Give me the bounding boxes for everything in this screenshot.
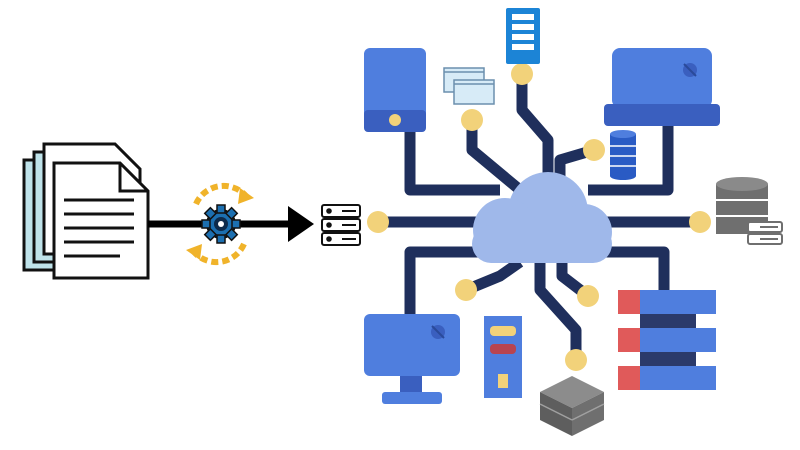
stacked-windows-icon: [443, 67, 495, 105]
server-cube-icon: [539, 376, 605, 436]
node-dot: [511, 63, 533, 85]
database-server-icon: [716, 177, 783, 245]
node-dot: [461, 109, 483, 131]
tablet-device-icon: [364, 48, 426, 132]
laptop-icon: [604, 48, 720, 126]
node-dot: [577, 285, 599, 307]
node-dot: [583, 139, 605, 161]
desktop-monitor-icon: [364, 314, 460, 404]
node-dots: [367, 63, 711, 371]
pc-tower-icon: [484, 316, 522, 398]
node-dot: [367, 211, 389, 233]
tower-server-icon: [506, 8, 540, 64]
gear-sync-icon: [186, 182, 254, 266]
server-rack-stack-icon: [618, 290, 716, 390]
node-dot: [455, 279, 477, 301]
cloud-icon: [472, 172, 612, 263]
document-stack-icon: [22, 142, 150, 280]
server-rack-outline-icon: [321, 204, 361, 246]
database-cylinder-icon: [610, 130, 636, 180]
node-dot: [565, 349, 587, 371]
node-dot: [689, 211, 711, 233]
